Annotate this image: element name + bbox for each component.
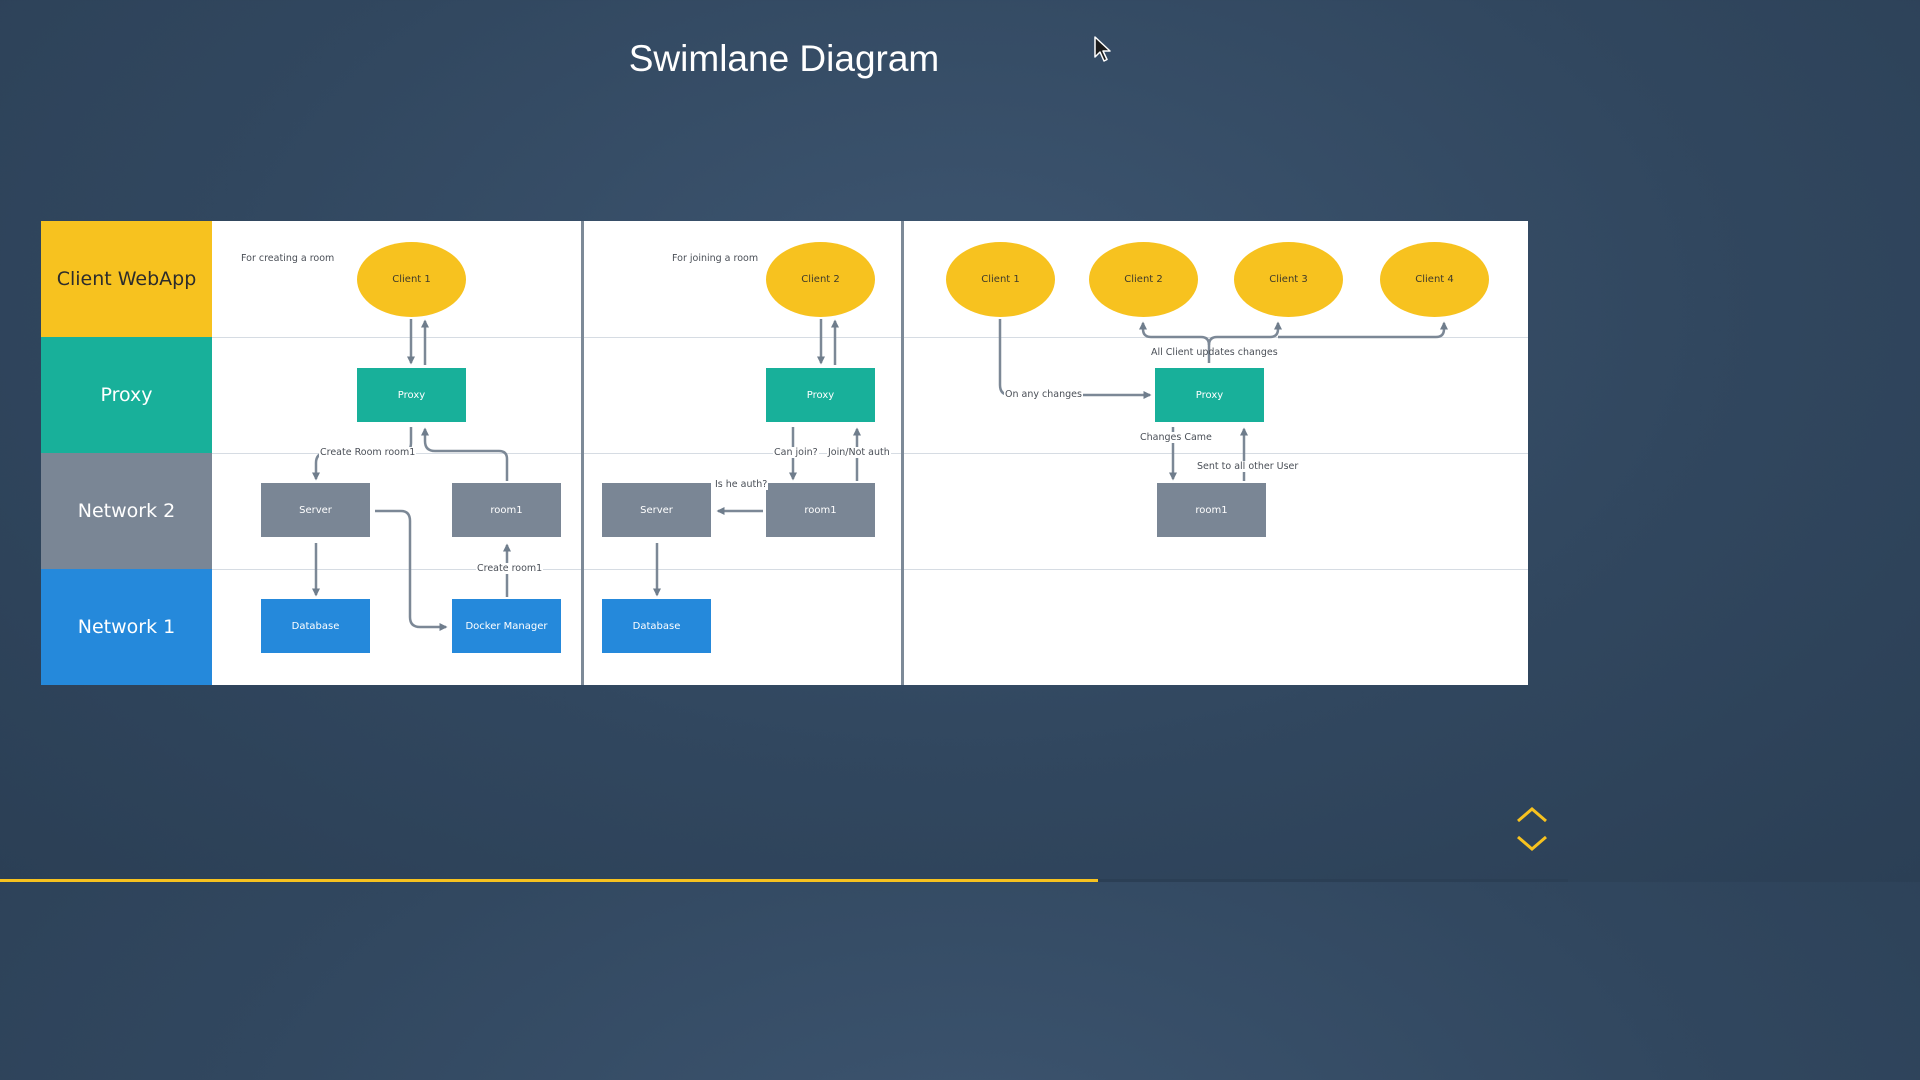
chevron-down-icon[interactable] bbox=[1515, 832, 1549, 854]
lane-separator bbox=[212, 569, 1528, 570]
section-caption-creating-room: For creating a room bbox=[241, 253, 335, 264]
node-proxy[interactable]: Proxy bbox=[1155, 368, 1264, 422]
edge-label-join-not-auth: Join/Not auth bbox=[827, 447, 891, 458]
lane-label-network-2: Network 2 bbox=[41, 453, 212, 569]
chevron-up-icon[interactable] bbox=[1515, 804, 1549, 826]
node-server[interactable]: Server bbox=[261, 483, 370, 537]
edge-label-all-client-updates: All Client updates changes bbox=[1151, 347, 1278, 358]
node-client-2[interactable]: Client 2 bbox=[766, 242, 875, 317]
section-caption-joining-room: For joining a room bbox=[672, 253, 759, 264]
slide-title: Swimlane Diagram bbox=[628, 38, 940, 79]
lane-label-network-1: Network 1 bbox=[41, 569, 212, 685]
section-divider bbox=[581, 221, 584, 685]
node-room1[interactable]: room1 bbox=[766, 483, 875, 537]
swimlane-diagram: Client WebApp Proxy Network 2 Network 1 bbox=[41, 221, 1528, 685]
node-proxy[interactable]: Proxy bbox=[357, 368, 466, 422]
node-client-1[interactable]: Client 1 bbox=[357, 242, 466, 317]
edge-label-on-any-changes: On any changes bbox=[1004, 389, 1083, 400]
node-docker-manager[interactable]: Docker Manager bbox=[452, 599, 561, 653]
node-proxy[interactable]: Proxy bbox=[766, 368, 875, 422]
arrow-client1-to-proxy-3 bbox=[998, 319, 1152, 399]
edge-label-create-room1: Create room1 bbox=[476, 563, 544, 574]
edge-label-changes-came: Changes Came bbox=[1139, 432, 1213, 443]
node-database[interactable]: Database bbox=[602, 599, 711, 653]
edge-label-create-room: Create Room room1 bbox=[319, 447, 417, 458]
edge-label-can-join: Can join? bbox=[773, 447, 819, 458]
edge-label-sent-to-all: Sent to all other User bbox=[1196, 461, 1300, 472]
node-database[interactable]: Database bbox=[261, 599, 370, 653]
lane-label-proxy: Proxy bbox=[41, 337, 212, 453]
arrow-proxy-to-client4 bbox=[1278, 321, 1448, 339]
node-client-2[interactable]: Client 2 bbox=[1089, 242, 1198, 317]
node-room1[interactable]: room1 bbox=[1157, 483, 1266, 537]
progress-bar bbox=[0, 879, 1098, 882]
section-divider bbox=[901, 221, 904, 685]
lane-label-client-webapp: Client WebApp bbox=[41, 221, 212, 337]
arrow-server-to-docker bbox=[375, 509, 448, 631]
node-server[interactable]: Server bbox=[602, 483, 711, 537]
lane-separator bbox=[212, 337, 1528, 338]
node-client-3[interactable]: Client 3 bbox=[1234, 242, 1343, 317]
arrow-proxy-to-client3 bbox=[1207, 321, 1282, 346]
node-client-4[interactable]: Client 4 bbox=[1380, 242, 1489, 317]
mouse-pointer-icon bbox=[1094, 36, 1111, 62]
node-client-1[interactable]: Client 1 bbox=[946, 242, 1055, 317]
edge-label-is-he-auth: Is he auth? bbox=[714, 479, 769, 490]
arrow-room-to-proxy bbox=[421, 427, 509, 481]
node-room1[interactable]: room1 bbox=[452, 483, 561, 537]
